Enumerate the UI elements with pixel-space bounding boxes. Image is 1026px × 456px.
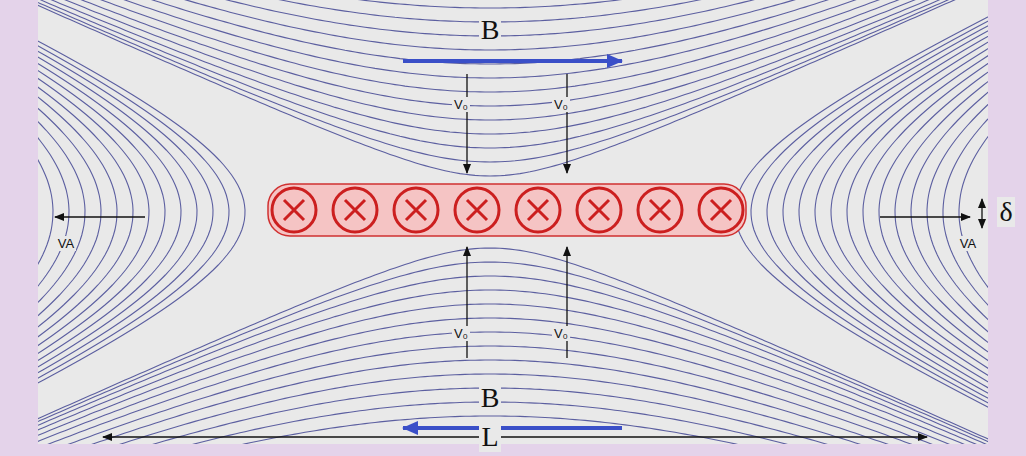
velocity-label: V₀ bbox=[452, 97, 470, 112]
field-line bbox=[38, 0, 988, 120]
field-line bbox=[38, 0, 988, 106]
field-line bbox=[863, 0, 988, 444]
field-line bbox=[38, 0, 85, 444]
current-circle bbox=[455, 188, 499, 232]
field-line bbox=[38, 402, 988, 444]
outflow-arrows bbox=[55, 216, 970, 217]
inflow-arrows bbox=[467, 74, 567, 358]
field-line bbox=[38, 0, 988, 8]
current-sheet bbox=[268, 184, 746, 236]
current-circle bbox=[516, 188, 560, 232]
length-arrow bbox=[103, 436, 927, 437]
current-circle bbox=[577, 188, 621, 232]
field-arrow bbox=[403, 426, 622, 430]
velocity-label: V₀ bbox=[552, 97, 570, 112]
field-line bbox=[38, 0, 117, 444]
length-label: L bbox=[479, 422, 500, 452]
velocity-label: VA bbox=[958, 236, 978, 251]
field-line bbox=[38, 416, 988, 444]
field-line bbox=[38, 0, 245, 444]
field-line bbox=[959, 0, 988, 444]
field-label: B bbox=[479, 15, 502, 45]
field-line bbox=[38, 0, 165, 444]
field-line bbox=[895, 0, 988, 444]
current-cross bbox=[406, 200, 426, 220]
field-line bbox=[38, 0, 69, 444]
field-line bbox=[38, 0, 988, 78]
current-circle bbox=[394, 188, 438, 232]
field-line bbox=[783, 0, 988, 444]
velocity-label: V₀ bbox=[552, 326, 570, 341]
field-line bbox=[38, 0, 101, 444]
field-line bbox=[38, 0, 53, 444]
velocity-label: V₀ bbox=[452, 326, 470, 341]
field-line bbox=[38, 0, 988, 36]
field-line bbox=[38, 0, 988, 92]
current-circle bbox=[699, 188, 743, 232]
field-line bbox=[751, 0, 988, 444]
field-line bbox=[831, 0, 988, 444]
field-arrow bbox=[403, 59, 622, 63]
field-line bbox=[38, 0, 197, 444]
field-line bbox=[38, 0, 213, 444]
field-line bbox=[38, 0, 181, 444]
current-circle bbox=[333, 188, 377, 232]
field-line bbox=[815, 0, 988, 444]
current-cross bbox=[467, 200, 487, 220]
current-cross bbox=[650, 200, 670, 220]
field-line bbox=[911, 0, 988, 444]
current-cross bbox=[589, 200, 609, 220]
field-line bbox=[927, 0, 988, 444]
field-line bbox=[38, 0, 229, 444]
current-cross bbox=[345, 200, 365, 220]
current-cross bbox=[528, 200, 548, 220]
current-cross bbox=[711, 200, 731, 220]
current-symbols bbox=[272, 188, 743, 232]
current-circle bbox=[638, 188, 682, 232]
field-lines bbox=[38, 0, 988, 444]
field-line bbox=[38, 374, 988, 444]
field-label: B bbox=[479, 383, 502, 413]
field-line bbox=[38, 0, 988, 64]
current-circle bbox=[272, 188, 316, 232]
velocity-label: VA bbox=[56, 236, 76, 251]
field-line bbox=[847, 0, 988, 444]
current-cross bbox=[284, 200, 304, 220]
thickness-arrow bbox=[981, 199, 982, 228]
field-line bbox=[943, 0, 988, 444]
field-line bbox=[38, 0, 988, 22]
thickness-label: δ bbox=[997, 197, 1014, 227]
